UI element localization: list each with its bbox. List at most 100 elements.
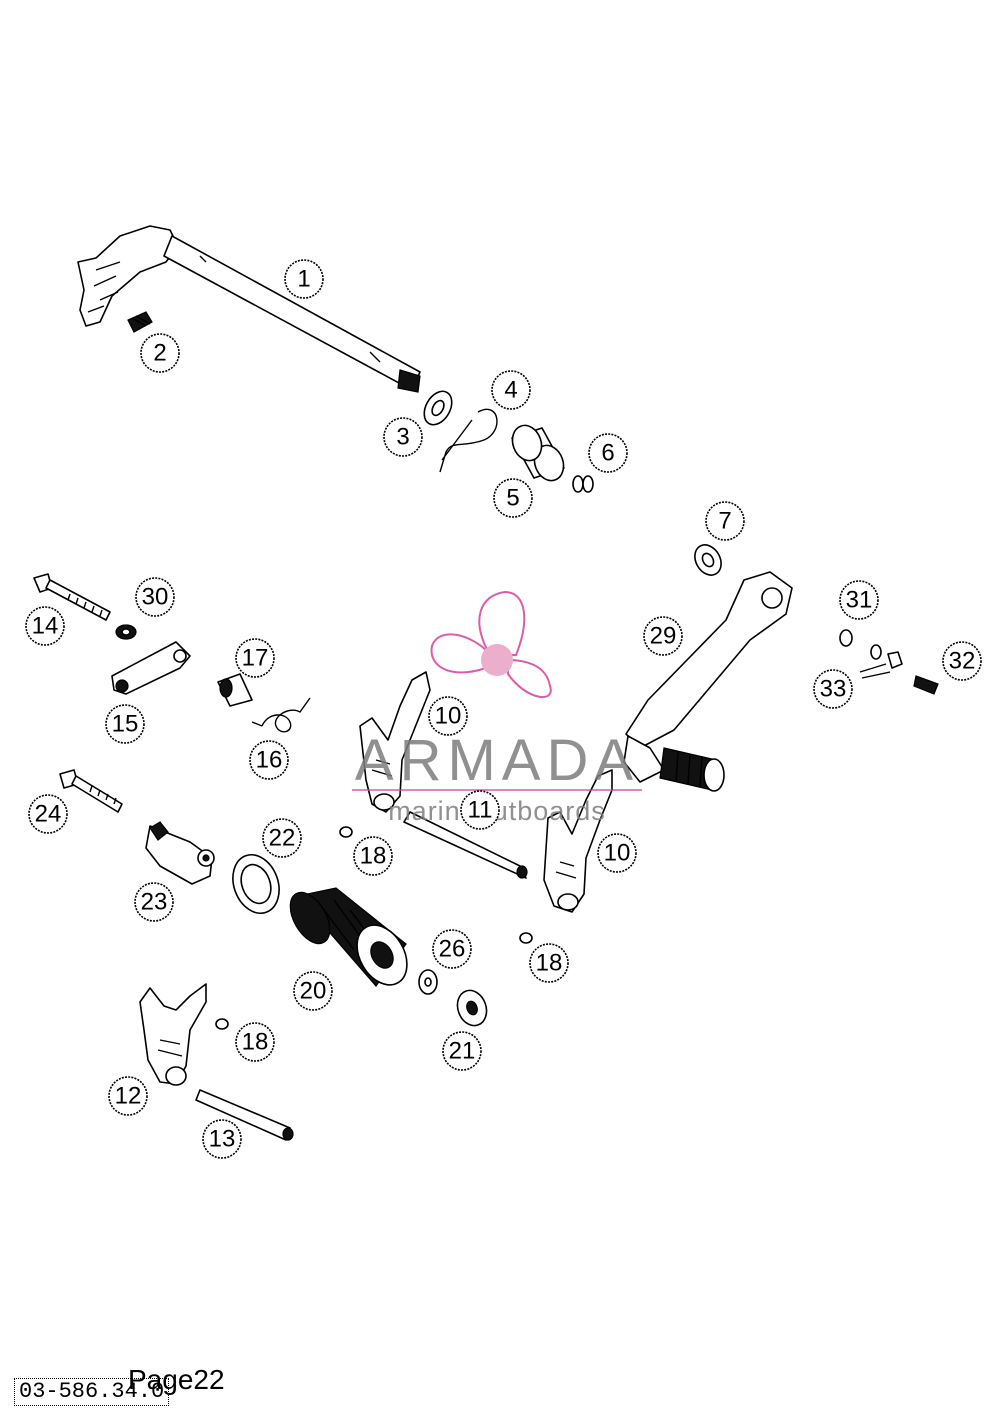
part-washer-3 [423,390,453,426]
callout-1: 1 [284,259,324,299]
callout-circle [25,606,65,646]
callout-label: 33 [820,676,847,703]
callout-label: 31 [846,587,873,614]
callout-label: 15 [112,711,139,738]
callout-circle [491,370,531,410]
part-washer-30 [115,624,137,640]
callout-16: 16 [249,740,289,780]
callout-label: 18 [360,843,387,870]
callout-label: 12 [115,1083,142,1110]
callout-circle [383,417,423,457]
callout-label: 20 [300,978,327,1005]
callout-33: 33 [813,669,853,709]
part-bushing [511,424,565,482]
callout-circle [235,1022,275,1062]
part-o-rings [572,475,594,493]
callout-18: 18 [235,1022,275,1062]
callout-label: 1 [297,266,310,293]
callout-circle [134,882,174,922]
callout-23: 23 [134,882,174,922]
callout-circle [140,333,180,373]
propeller-hub-icon [481,644,513,676]
callout-circle [839,580,879,620]
callout-circle [249,740,289,780]
callout-label: 29 [650,623,677,650]
callout-31: 31 [839,580,879,620]
callout-circle [105,704,145,744]
callout-11: 11 [460,790,500,830]
callout-10: 10 [428,696,468,736]
callout-label: 2 [153,340,166,367]
callout-18: 18 [353,836,393,876]
callout-4: 4 [491,370,531,410]
diagram-code: 03-586.34.0 [14,1378,170,1406]
callout-15: 15 [105,704,145,744]
callout-label: 22 [269,825,296,852]
part-shift-drum [289,887,408,987]
part-bolt-14 [33,573,111,621]
callout-label: 4 [504,377,517,404]
part-lever-hardware [839,629,939,695]
part-shift-shaft [77,225,421,393]
callout-label: 11 [468,797,493,824]
part-fork-rod-13 [195,1089,294,1141]
part-fork-rod-11 [403,811,528,879]
callout-circle [813,669,853,709]
callout-label: 23 [141,889,168,916]
part-pin-18c [215,1018,229,1030]
callout-circle [293,971,333,1011]
callout-circle [529,943,569,983]
callout-3: 3 [383,417,423,457]
callout-6: 6 [588,433,628,473]
callout-label: 18 [536,950,563,977]
callout-circle [353,836,393,876]
callout-label: 14 [32,613,59,640]
callout-label: 32 [949,648,976,675]
callout-18: 18 [529,943,569,983]
part-shift-fork-upper [359,671,431,813]
callout-circle [235,638,275,678]
part-locking-arm [111,641,191,695]
callout-label: 17 [242,645,269,672]
part-pin-18a [339,826,353,838]
propeller-blade-icon [430,633,487,674]
propeller-blade-icon [507,658,552,698]
callout-24: 24 [28,794,68,834]
part-bolt-24 [59,769,123,813]
callout-circle [942,641,982,681]
callout-26: 26 [432,929,472,969]
callout-label: 21 [449,1038,476,1065]
part-washer-26 [418,969,438,995]
callout-5: 5 [493,478,533,518]
callout-circle [643,616,683,656]
callout-label: 18 [242,1029,269,1056]
callout-17: 17 [235,638,275,678]
callout-circle [202,1119,242,1159]
part-pin-18b [519,932,533,944]
callout-label: 6 [601,440,614,467]
part-spring [127,311,153,333]
callout-29: 29 [643,616,683,656]
callout-30: 30 [135,577,175,617]
part-bushing-21 [456,989,488,1027]
callout-label: 10 [435,703,462,730]
watermark-logo: ARMADA marineoutboards [352,590,642,826]
callout-label: 10 [604,840,631,867]
part-shift-cam [145,821,215,885]
callout-20: 20 [293,971,333,1011]
callout-label: 24 [35,801,62,828]
callout-7: 7 [705,501,745,541]
callout-circle [262,818,302,858]
part-torsion-spring [251,697,311,733]
callout-32: 32 [942,641,982,681]
callout-label: 13 [209,1126,236,1153]
callout-label: 30 [142,584,169,611]
callout-label: 3 [396,424,409,451]
callout-14: 14 [25,606,65,646]
propeller-blade-icon [478,590,526,656]
callout-circle [705,501,745,541]
callout-circle [597,833,637,873]
callout-10: 10 [597,833,637,873]
callout-12: 12 [108,1076,148,1116]
